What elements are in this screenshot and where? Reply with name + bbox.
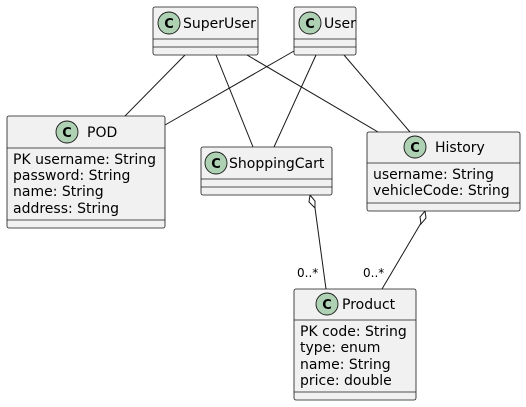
aggregation-diamond-shoppingcart (308, 193, 316, 210)
class-attribute: address: String (13, 201, 119, 217)
edge-superuser-history (246, 54, 379, 133)
class-attribute: username: String (373, 167, 494, 183)
class-product: C Product PK code: String type: enum nam… (293, 288, 417, 401)
edge-superuser-shoppingcart (215, 54, 254, 148)
edge-history-product (381, 222, 422, 290)
class-badge-letter: C (164, 17, 174, 32)
class-badge-icon (298, 11, 322, 35)
edge-user-history (343, 54, 411, 133)
class-name: User (324, 16, 356, 32)
class-attribute: password: String (13, 168, 130, 184)
multiplicity-history-product: 0..* (363, 266, 384, 280)
class-badge-icon (315, 292, 339, 316)
class-name: History (435, 140, 485, 156)
class-attribute: name: String (13, 184, 104, 200)
class-badge-letter: C (322, 298, 332, 313)
class-attribute: vehicleCode: String (373, 183, 510, 199)
edge-user-pod (164, 50, 295, 126)
class-badge-letter: C (410, 141, 420, 156)
edge-shoppingcart-product (314, 207, 327, 290)
aggregation-diamond-history (419, 209, 427, 226)
multiplicity-shoppingcart-product: 0..* (297, 266, 318, 280)
class-name: ShoppingCart (229, 156, 325, 172)
class-badge-letter: C (211, 157, 221, 172)
class-attribute: type: enum (300, 340, 380, 356)
class-history: C History username: String vehicleCode: … (366, 131, 521, 212)
relations: 0..* 0..* (124, 50, 427, 290)
class-badge-icon (55, 120, 79, 144)
class-superuser: C SuperUser (152, 6, 259, 56)
class-shoppingcart: C ShoppingCart (200, 146, 333, 196)
class-name: Product (342, 297, 396, 313)
class-badge-letter: C (62, 126, 72, 141)
class-attribute: PK code: String (300, 324, 407, 340)
class-badge-icon (157, 11, 181, 35)
class-user: C User (293, 6, 357, 56)
class-pod: C POD PK username: String password: Stri… (6, 115, 166, 229)
class-badge-icon (403, 135, 427, 159)
class-badge-letter: C (305, 17, 315, 32)
class-name: SuperUser (183, 16, 256, 32)
class-attribute: price: double (300, 373, 392, 389)
class-badge-icon (204, 151, 228, 175)
class-attribute: name: String (300, 357, 391, 373)
class-name: POD (87, 125, 117, 141)
class-attribute: PK username: String (13, 152, 156, 168)
edge-user-shoppingcart (273, 54, 317, 148)
edge-superuser-pod (124, 54, 186, 117)
